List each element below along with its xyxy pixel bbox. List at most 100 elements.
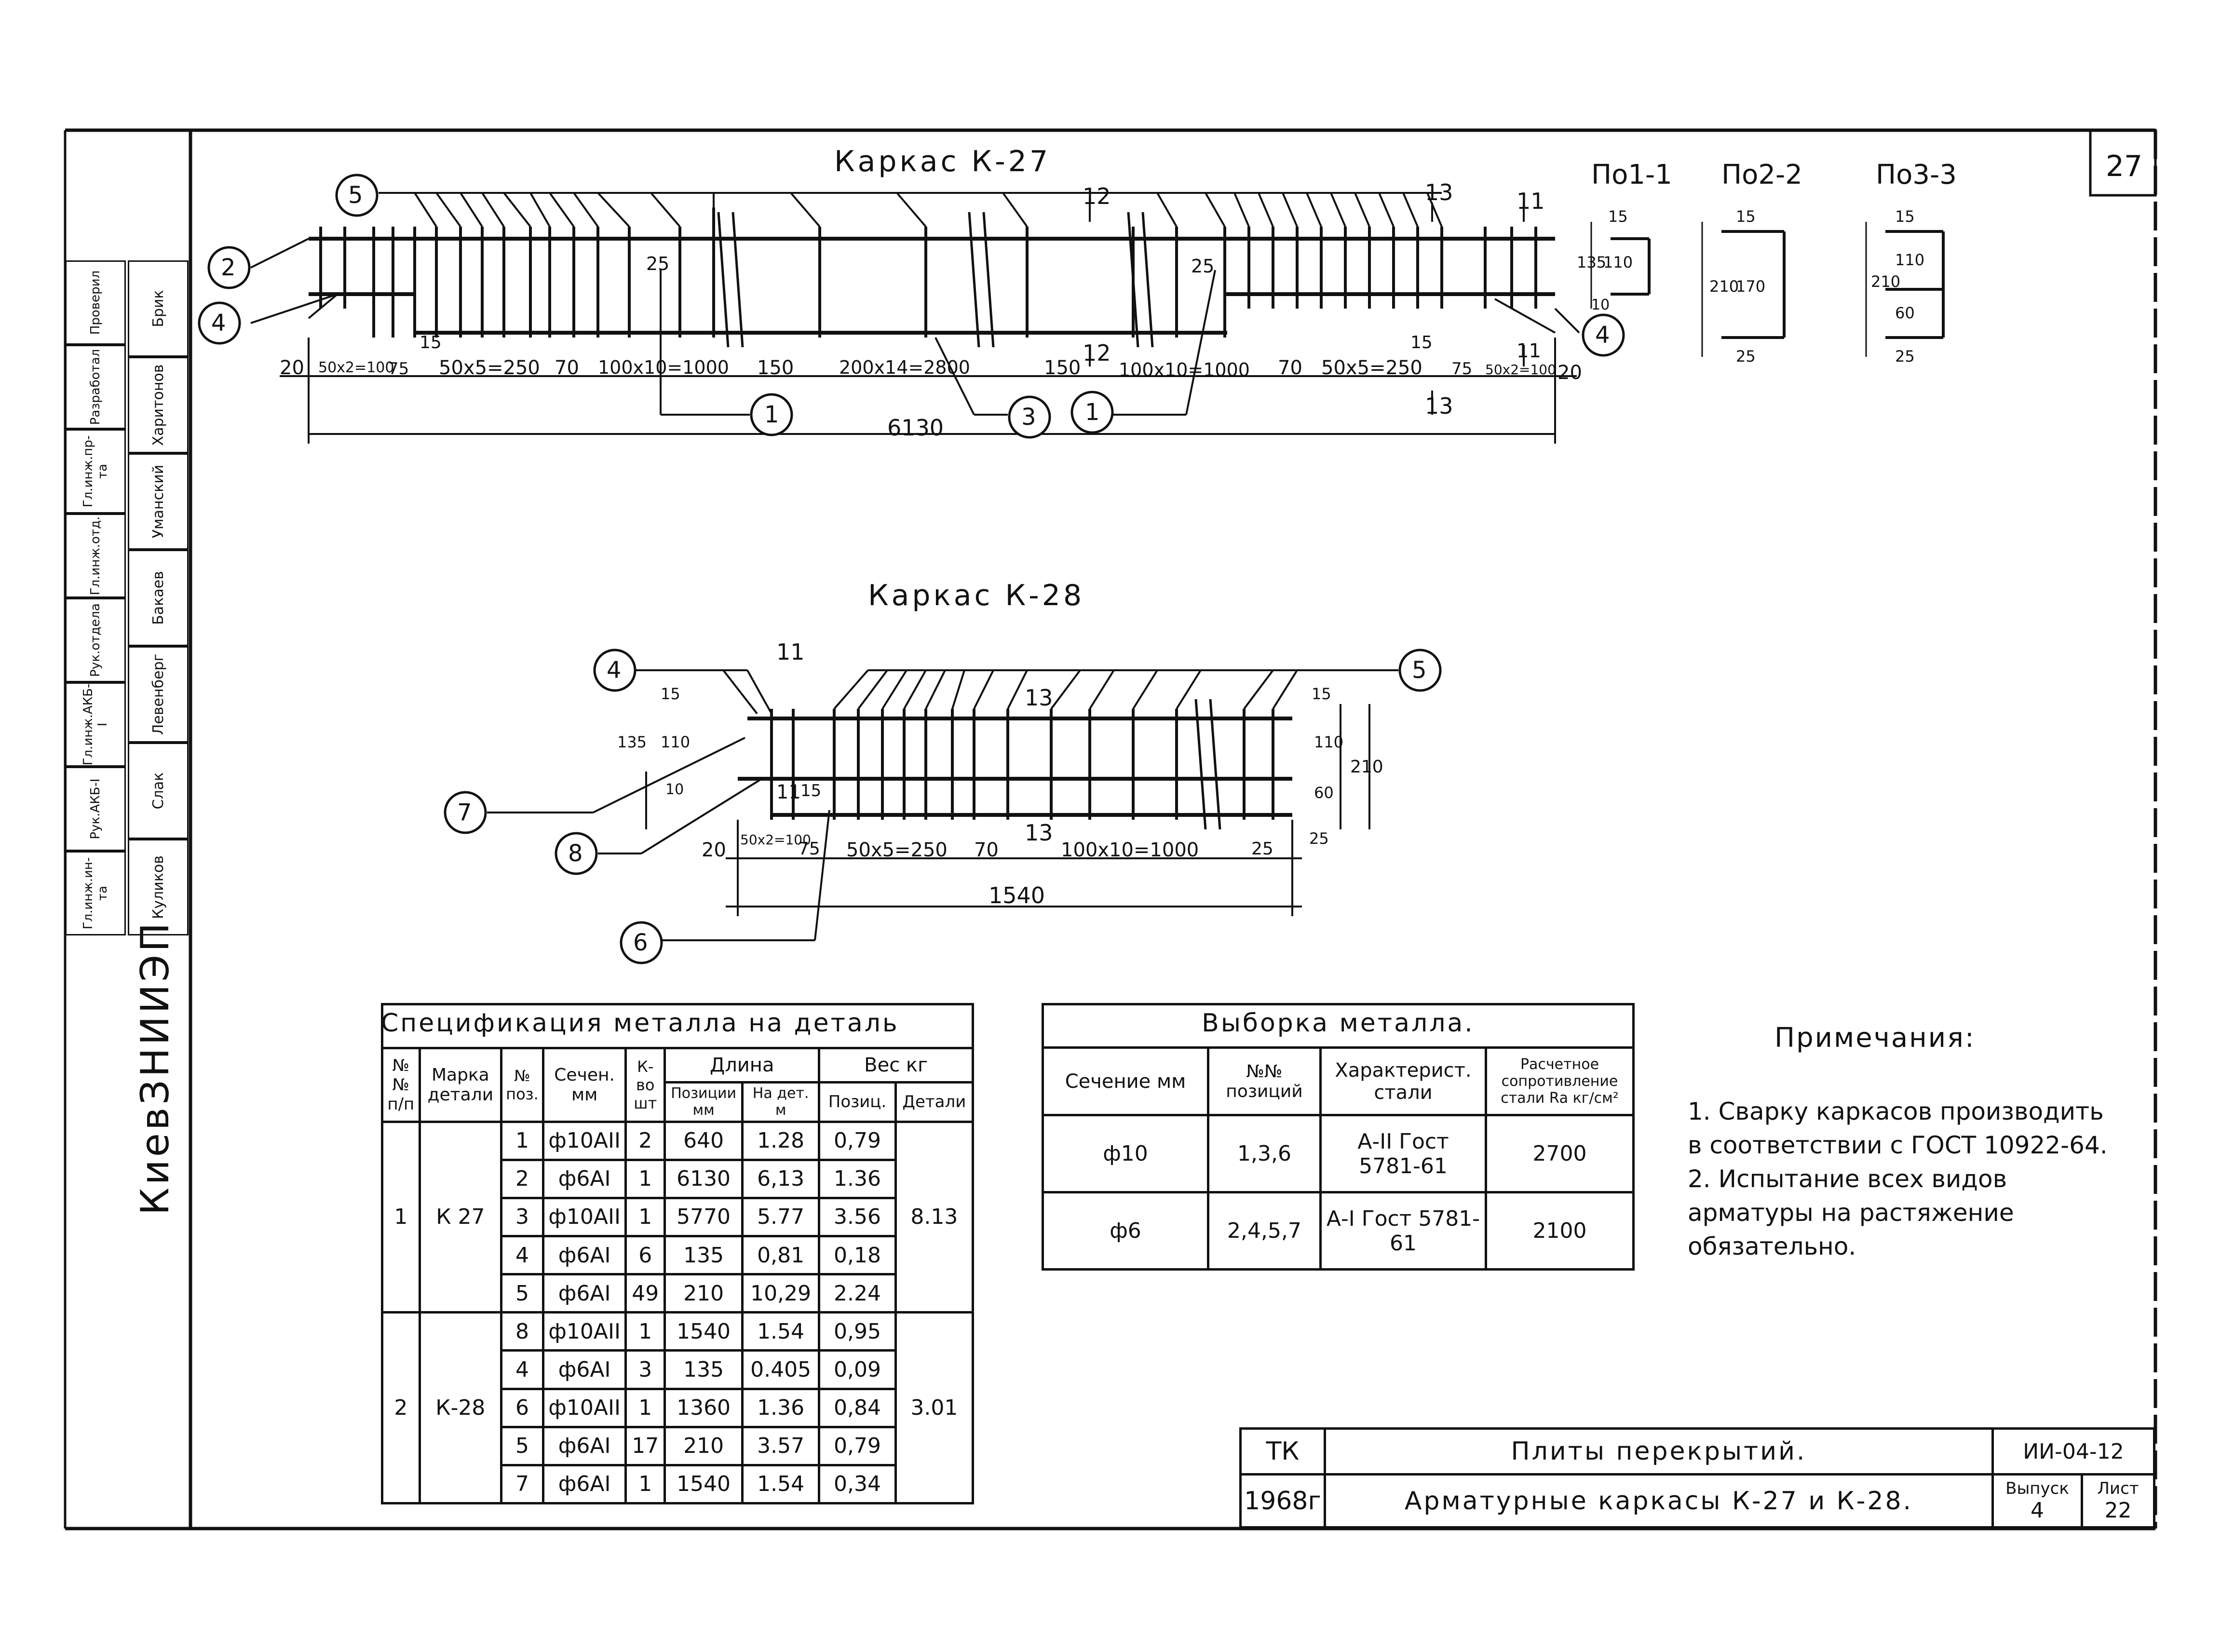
side-role: Гл.инж.отд.	[65, 514, 126, 598]
spec-cell: 5	[500, 1273, 544, 1314]
spec-cell: ф10АII	[542, 1387, 627, 1428]
section-1-dim-0: 15	[1608, 207, 1628, 226]
tb-org: ТК	[1239, 1427, 1326, 1476]
spec-cell: 7	[500, 1463, 544, 1505]
tb-name-2: Арматурные каркасы К-27 и К-28.	[1324, 1473, 1994, 1529]
k27-dim-9: 100x10=1000	[1119, 359, 1250, 380]
spec-cell: ф10АII	[542, 1311, 627, 1352]
hdr-pos: № поз.	[500, 1047, 544, 1123]
metal-cell: 1,3,6	[1207, 1114, 1322, 1193]
spec-cell: ф6АI	[542, 1425, 627, 1466]
section-2-dim-3: 25	[1736, 347, 1756, 366]
spec-cell: 6	[500, 1387, 544, 1428]
k27-mark-25a: 25	[646, 253, 670, 274]
spec-cell: 640	[664, 1120, 744, 1161]
hdr-length: Длина	[664, 1047, 821, 1084]
side-org: КиевЗНИИЭП	[133, 920, 177, 1215]
spec-cell: 0,95	[818, 1311, 897, 1352]
k28-side-dim-7: 25	[1309, 829, 1329, 848]
note-1: 1. Сварку каркасов производить в соответ…	[1688, 1097, 2108, 1159]
k28-pos-7: 7	[457, 799, 472, 826]
k27-pos-1b: 1	[1085, 399, 1100, 426]
tb-sheet-label: Лист	[2097, 1479, 2139, 1498]
notes-title: Примечания:	[1774, 1022, 1976, 1054]
hdr-len-pos: Позиции мм	[664, 1081, 744, 1123]
spec-cell: 135	[664, 1349, 744, 1390]
hdr-w-det: Детали	[894, 1081, 975, 1123]
side-role: Рук.АКБ-I	[65, 767, 126, 851]
metal-cell: А-II Гост 5781-61	[1319, 1114, 1487, 1193]
spec-group-num: 2	[381, 1311, 421, 1504]
k27-pos-5: 5	[348, 182, 363, 209]
k28-side-dim-8: 210	[1350, 757, 1383, 777]
spec-cell: 1	[624, 1311, 666, 1352]
section-3-dim-3: 60	[1895, 304, 1915, 322]
k28-side-dim-4: 15	[1312, 685, 1331, 703]
side-role: Гл.инж.пр-та	[65, 429, 126, 514]
metal-hdr-steel: Характерист. стали	[1319, 1046, 1487, 1116]
spec-group-total: 8.13	[894, 1120, 975, 1314]
spec-cell: 0.405	[741, 1349, 821, 1390]
k27-pos-2: 2	[221, 254, 236, 281]
hdr-section: Сечен. мм	[542, 1047, 627, 1123]
metal-hdr-section: Сечение мм	[1042, 1046, 1209, 1116]
section-2-dim-1: 210	[1709, 277, 1739, 296]
hdr-weight: Вес кг	[818, 1047, 974, 1084]
k28-pos-8: 8	[568, 840, 583, 867]
spec-cell: 0,84	[818, 1387, 897, 1428]
metal-hdr-resist: Расчетное сопротивление стали Rа кг/см²	[1485, 1046, 1635, 1116]
k28-mark-13b: 13	[1025, 820, 1053, 846]
spec-cell: 0,09	[818, 1349, 897, 1390]
spec-cell: 10,29	[741, 1273, 821, 1314]
spec-cell: 3.57	[741, 1425, 821, 1466]
spec-cell: 1.54	[741, 1463, 821, 1505]
spec-cell: 5.77	[741, 1196, 821, 1237]
k27-mark-12a: 12	[1083, 183, 1111, 209]
k27-dim-7: 200x14=2800	[839, 357, 970, 378]
k28-pos-6: 6	[633, 929, 648, 956]
side-name: Слак	[128, 743, 189, 839]
k27-dim-6: 150	[757, 357, 794, 379]
k27-mark-15a: 15	[420, 333, 442, 352]
k27-pos-4b: 4	[1595, 322, 1610, 349]
section-3-dim-2: 110	[1895, 251, 1925, 269]
tb-code: ИИ-04-12	[1991, 1427, 2155, 1476]
k28-dim-6: 25	[1251, 839, 1273, 859]
spec-cell: 3	[624, 1349, 666, 1390]
metal-cell: 2700	[1485, 1114, 1635, 1193]
k28-dim-3: 50x5=250	[846, 839, 948, 861]
spec-cell: 6,13	[741, 1158, 821, 1199]
k28-pos-5: 5	[1412, 657, 1427, 684]
metal-table: Сечение мм №№ позиций Характерист. стали…	[1042, 1003, 1635, 1271]
k27-pos-1a: 1	[764, 401, 779, 428]
side-role: Гл.инж.АКБ-I	[65, 682, 126, 767]
spec-cell: ф6АI	[542, 1463, 627, 1505]
k28-dim-1: 50x2=100	[740, 832, 811, 848]
k27-dim-10: 70	[1278, 357, 1302, 379]
k28-dim-4: 70	[974, 839, 999, 861]
spec-cell: 2.24	[818, 1273, 897, 1314]
position-circles	[198, 174, 1625, 964]
k27-pos-3: 3	[1021, 404, 1036, 431]
spec-cell: 1540	[664, 1463, 744, 1505]
k28-mark-11b: 11	[776, 781, 801, 803]
k27-dim-3: 50x5=250	[439, 357, 540, 379]
hdr-mark: Марка детали	[418, 1047, 503, 1123]
spec-cell: 3	[500, 1196, 544, 1237]
side-name: Куликов	[128, 839, 189, 935]
k28-side-dim-1: 135	[617, 733, 647, 751]
k27-mark-15b: 15	[1410, 333, 1433, 352]
side-role: Разработал	[65, 345, 126, 429]
side-name: Левенберг	[128, 646, 189, 743]
side-name: Бакаев	[128, 550, 189, 646]
spec-cell: 1.54	[741, 1311, 821, 1352]
k28-dim-2: 75	[798, 839, 820, 859]
